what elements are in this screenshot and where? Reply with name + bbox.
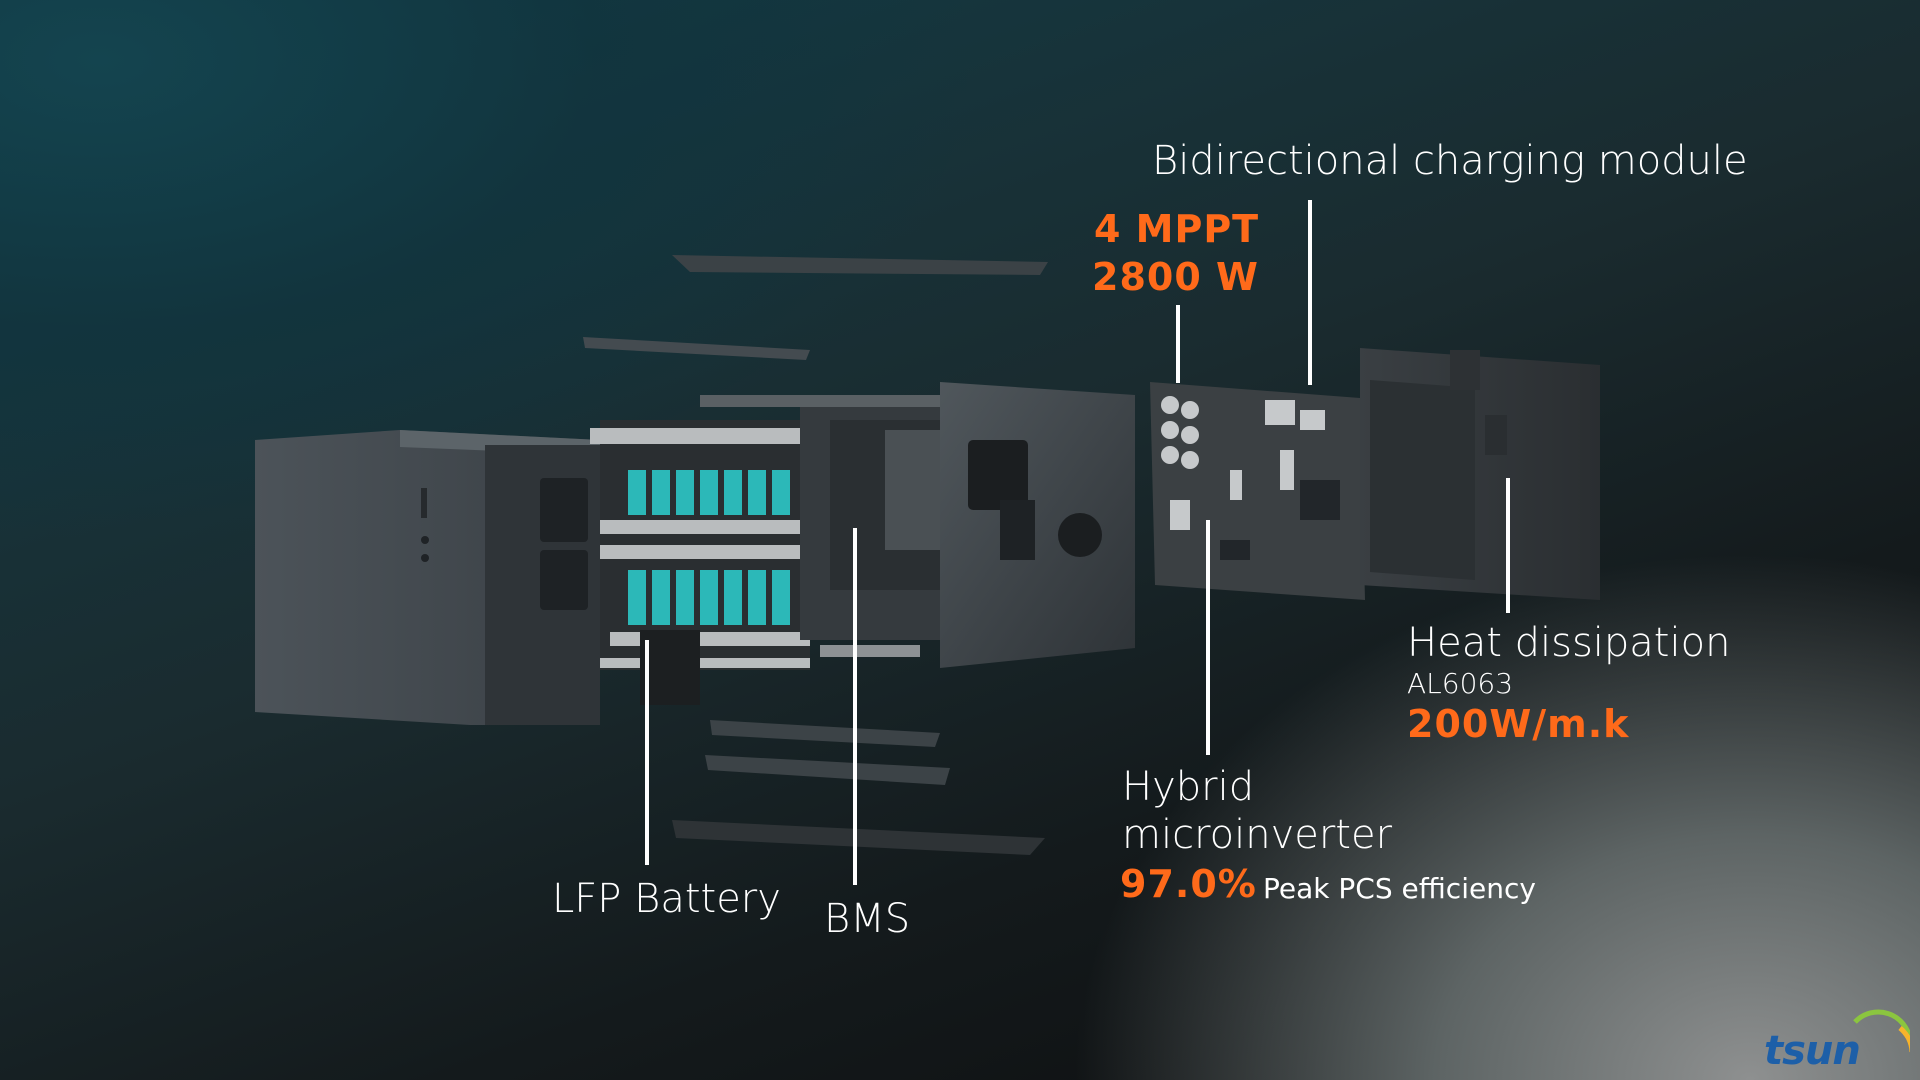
bottom-plates [672,720,1045,855]
leader-line-charging-module [1308,200,1312,385]
leader-line-heat [1506,478,1510,613]
leader-line-bms [853,528,857,885]
bms-label: BMS [824,896,911,942]
heat-sink-panel [1360,348,1600,600]
heat-conductivity-value: 200W/m.k [1407,702,1630,746]
tsun-logo: TSUN [1760,1000,1910,1075]
housing-case [255,430,600,725]
hybrid-label-line1: Hybrid [1122,764,1255,810]
tsun-logo-text: TSUN [1764,1028,1861,1074]
heat-dissipation-title: Heat dissipation [1407,620,1731,666]
heat-alloy-label: AL6063 [1407,667,1514,700]
efficiency-value: 97.0% [1120,862,1257,906]
leader-line-lfp-battery [645,640,649,865]
power-value: 2800 W [1092,255,1259,299]
front-panel [940,382,1135,668]
lfp-battery-label: LFP Battery [552,876,781,922]
inverter-pcb [1150,382,1365,600]
leader-line-hybrid [1206,520,1210,755]
leader-line-mppt [1176,305,1180,383]
efficiency-text: Peak PCS efficiency [1263,872,1536,905]
top-cover-plate [583,255,1048,360]
battery-cells [590,420,812,705]
charging-module-label: Bidirectional charging module [1152,138,1748,184]
mppt-value: 4 MPPT [1094,207,1260,251]
hybrid-label-line2: microinverter [1122,812,1393,858]
